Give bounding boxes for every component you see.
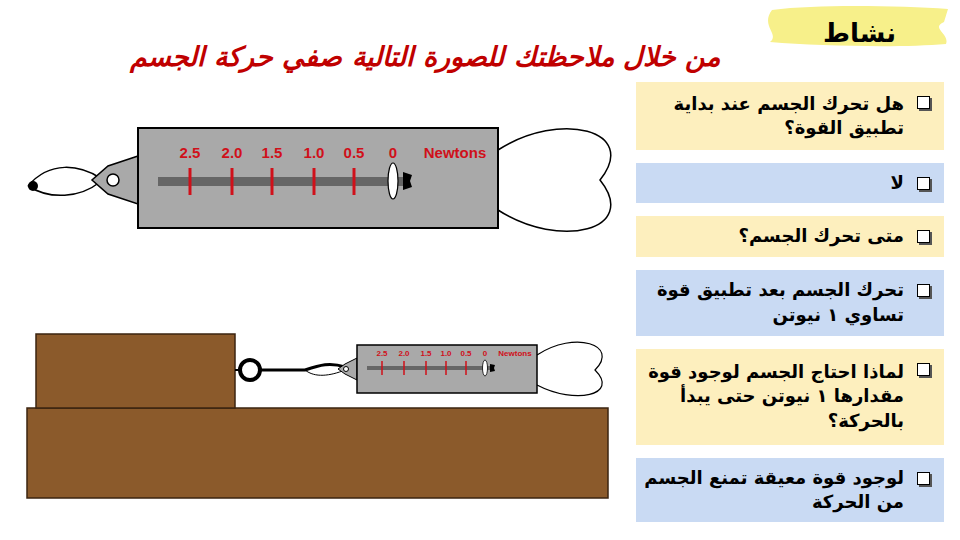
scale-mark: Newtons: [498, 349, 531, 358]
question-text: لوجود قوة معيقة تمنع الجسم من الحركة: [644, 466, 904, 515]
question-box: لماذا احتاج الجسم لوجود قوة مقدارها ١ ني…: [636, 349, 944, 445]
scale-mark: 1.5: [262, 144, 283, 161]
checkbox-bullet: [917, 363, 930, 376]
question-box: لا: [636, 163, 944, 203]
question-box: لوجود قوة معيقة تمنع الجسم من الحركة: [636, 458, 944, 523]
scale-mark: 2.5: [376, 349, 387, 358]
question-text: متى تحرك الجسم؟: [644, 224, 904, 248]
question-text: لماذا احتاج الجسم لوجود قوة مقدارها ١ ني…: [644, 360, 904, 433]
scale-mark: 1.0: [440, 349, 451, 358]
question-text: لا: [644, 171, 904, 195]
spring-scale: [28, 128, 611, 231]
question-box: تحرك الجسم بعد تطبيق قوة تساوي ١ نيوتن: [636, 270, 944, 336]
checkbox-bullet: [917, 96, 930, 109]
badge-text: نشاط: [784, 16, 896, 51]
scale-mark: 2.0: [398, 349, 409, 358]
activity-badge: نشاط: [776, 8, 946, 59]
table-and-block: [27, 334, 608, 498]
question-text: هل تحرك الجسم عند بداية تطبيق القوة؟: [644, 92, 904, 141]
checkbox-bullet: [917, 472, 930, 485]
question-text: تحرك الجسم بعد تطبيق قوة تساوي ١ نيوتن: [644, 278, 904, 327]
scale-mark: 0.5: [460, 349, 471, 358]
scale-mark: 1.5: [420, 349, 431, 358]
scale-mark: 2.5: [180, 144, 201, 161]
scale-mark: 0.5: [344, 144, 365, 161]
checkbox-bullet: [917, 230, 930, 243]
scale-mark: 0: [483, 349, 487, 358]
checkbox-bullet: [917, 177, 930, 190]
scale-mark: 1.0: [304, 144, 325, 161]
scale-mark: Newtons: [424, 144, 487, 161]
slide-title: من خلال ملاحظتك للصورة التالية صفي حركة …: [130, 41, 721, 72]
question-box: هل تحرك الجسم عند بداية تطبيق القوة؟: [636, 82, 944, 150]
question-box: متى تحرك الجسم؟: [636, 216, 944, 256]
scale-mark: 2.0: [222, 144, 243, 161]
scale-mark: 0: [389, 144, 397, 161]
checkbox-bullet: [917, 284, 930, 297]
